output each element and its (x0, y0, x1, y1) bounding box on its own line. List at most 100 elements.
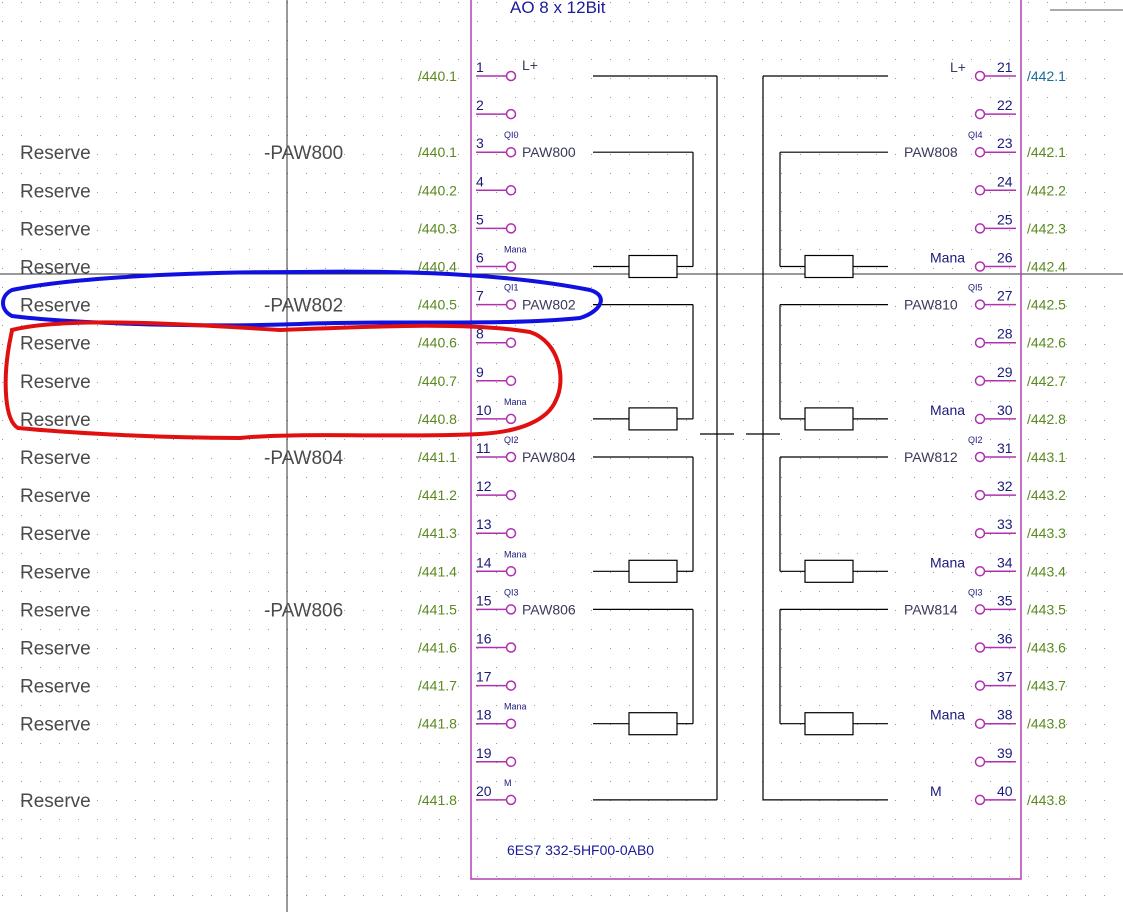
terminal-right (974, 108, 986, 120)
signal-label-right: Mana (930, 250, 965, 266)
cross-reference-left: /441.7 (418, 678, 457, 694)
cross-reference-left: /441.6 (418, 640, 457, 656)
pin-number-left: 14 (476, 554, 492, 570)
reserve-label: Reserve (20, 524, 91, 545)
cross-reference-left: /440.2 (418, 182, 457, 198)
pin-number-left: 4 (476, 173, 484, 189)
pin-superscript-left: QI3 (504, 587, 519, 597)
cross-reference-right: /442.3 (1027, 220, 1066, 236)
reserve-label: Reserve (20, 372, 91, 393)
pin-number-left: 15 (476, 592, 492, 608)
reserve-label: Reserve (20, 334, 91, 355)
reserve-label: Reserve (20, 219, 91, 240)
pin-number-right: 22 (997, 97, 1013, 113)
terminal-right (974, 185, 986, 196)
cross-reference-left: /441.8 (418, 792, 457, 808)
pin-number-right: 35 (997, 592, 1013, 608)
load-resistor-right (804, 712, 854, 736)
signal-label-right: PAW814 (904, 601, 958, 617)
cross-reference-right: /442.8 (1027, 411, 1066, 427)
cross-reference-left: /440.7 (418, 373, 457, 389)
pin-superscript-right: QI5 (968, 283, 983, 293)
cross-reference-right: /443.3 (1027, 525, 1066, 541)
pin-superscript-left: Mana (504, 549, 527, 559)
pin-number-left: 11 (476, 440, 491, 456)
terminal-left (505, 451, 517, 463)
signal-label-left: PAW802 (522, 297, 576, 313)
terminal-right (974, 70, 986, 82)
cross-reference-left: /441.2 (418, 487, 457, 503)
pin-number-right: 24 (997, 173, 1013, 189)
terminal-left (505, 794, 517, 806)
reserve-label: Reserve (20, 448, 91, 469)
load-resistor-left (628, 407, 678, 431)
signal-label-right: L+ (950, 59, 966, 75)
pin-number-left: 1 (476, 59, 484, 75)
terminal-right (974, 566, 986, 577)
reserve-label: Reserve (20, 258, 91, 279)
pin-number-right: 39 (997, 745, 1013, 761)
reserve-label: Reserve (20, 791, 91, 812)
pin-number-right: 40 (997, 783, 1013, 799)
pin-number-left: 9 (476, 364, 484, 380)
cross-reference-left: /441.3 (418, 525, 457, 541)
signal-label-left: PAW800 (522, 144, 576, 160)
pin-superscript-left: QI2 (504, 435, 519, 445)
pin-superscript-right: QI3 (968, 587, 983, 597)
pin-number-right: 27 (997, 288, 1013, 304)
cross-reference-right: /442.7 (1027, 373, 1066, 389)
signal-label-left: L+ (522, 57, 538, 73)
cross-reference-right: /443.5 (1027, 601, 1066, 617)
terminal-right (974, 299, 986, 310)
pin-number-right: 34 (997, 554, 1013, 570)
load-resistor-left (628, 559, 678, 583)
terminal-left (505, 413, 517, 425)
terminal-left (505, 566, 517, 577)
pin-number-right: 31 (997, 440, 1013, 456)
terminal-left (505, 604, 517, 615)
cross-reference-left: /440.1 (418, 68, 457, 84)
cross-reference-left: /441.1 (418, 449, 457, 465)
terminal-left (505, 756, 517, 768)
cross-reference-left: /440.4 (418, 259, 457, 275)
terminal-right (974, 527, 986, 539)
terminal-left (505, 108, 517, 120)
cross-reference-left: /440.8 (418, 411, 457, 427)
cross-reference-right: /443.6 (1027, 640, 1066, 656)
signal-label-right: M (930, 783, 942, 799)
load-resistor-left (628, 712, 678, 736)
pin-superscript-right: QI4 (968, 130, 983, 140)
cross-reference-left: /440.5 (418, 297, 457, 313)
pin-number-right: 32 (997, 478, 1013, 494)
cross-reference-left: /440.3 (418, 220, 457, 236)
terminal-right (974, 413, 986, 425)
terminal-right (974, 375, 986, 387)
pin-superscript-left: QI0 (504, 130, 519, 140)
pin-number-right: 26 (997, 250, 1013, 266)
reserve-label: Reserve (20, 639, 91, 660)
wires-layer (593, 75, 888, 801)
module-title: AO 8 x 12Bit (510, 0, 606, 17)
cross-reference-right: /443.7 (1027, 678, 1066, 694)
signal-label-right: Mana (930, 554, 965, 570)
terminal-left (505, 375, 517, 387)
pin-number-right: 30 (997, 402, 1013, 418)
tag-label: -PAW806 (264, 600, 343, 621)
pin-superscript-left: QI1 (504, 283, 519, 293)
terminal-right (974, 756, 986, 768)
cross-reference-right: /442.1 (1027, 144, 1066, 160)
pin-superscript-left: Mana (504, 245, 527, 255)
load-resistor-right (804, 407, 854, 431)
terminal-left (505, 337, 517, 348)
terminal-left (505, 70, 517, 82)
